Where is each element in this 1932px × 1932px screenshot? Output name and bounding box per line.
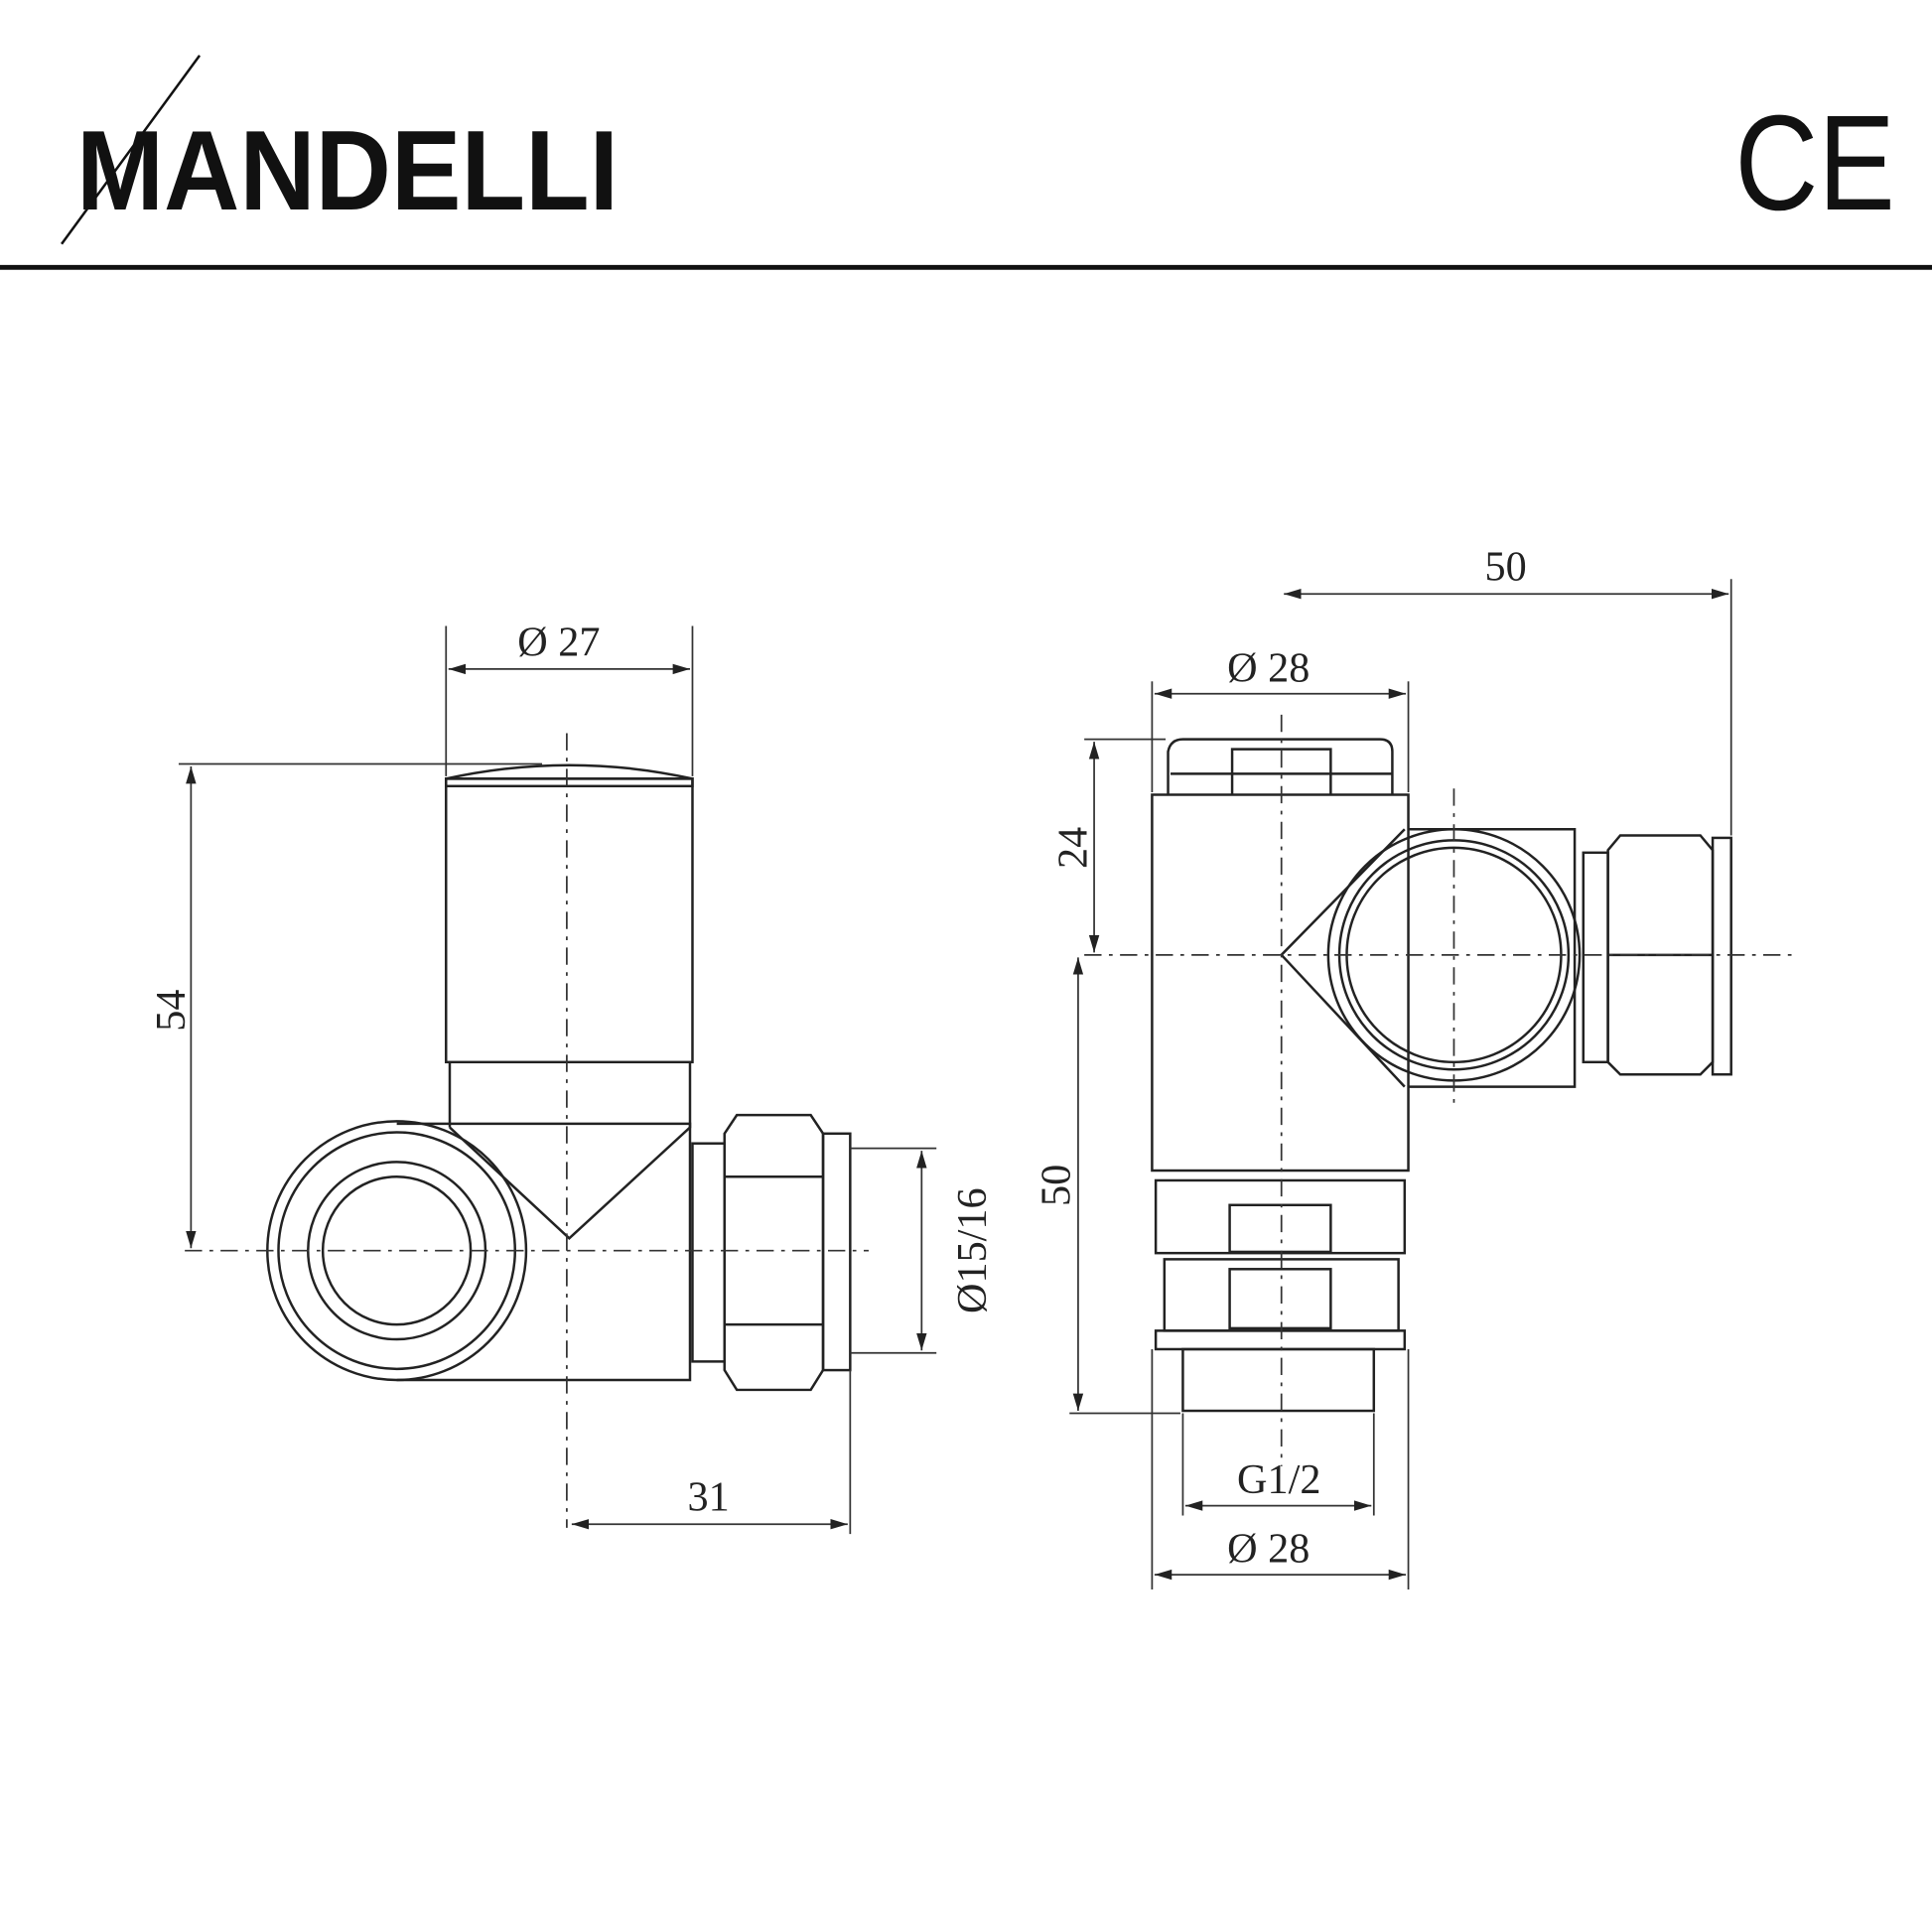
dim-lower-height: 50 <box>1033 1165 1079 1206</box>
side-view: Ø 27 54 Ø15/16 31 <box>148 619 996 1535</box>
dim-base-diameter: Ø 28 <box>1227 1526 1310 1573</box>
ce-mark: CE <box>1734 86 1894 238</box>
dim-cap-diameter: Ø 27 <box>517 619 600 665</box>
brand-logo: MANDELLI <box>61 55 619 245</box>
dim-upper-height: 24 <box>1050 827 1097 869</box>
dim-outlet-length: 31 <box>688 1474 730 1521</box>
dim-height: 54 <box>148 990 195 1032</box>
svg-text:MANDELLI: MANDELLI <box>76 108 619 234</box>
dim-cap-diameter: Ø 28 <box>1227 644 1310 691</box>
dim-thread: G1/2 <box>1237 1456 1320 1503</box>
front-view: 50 Ø 28 24 50 G1/2 Ø 28 <box>1033 544 1799 1589</box>
dim-overall-width: 50 <box>1484 544 1526 591</box>
dim-pipe-diameter: Ø15/16 <box>949 1187 996 1313</box>
